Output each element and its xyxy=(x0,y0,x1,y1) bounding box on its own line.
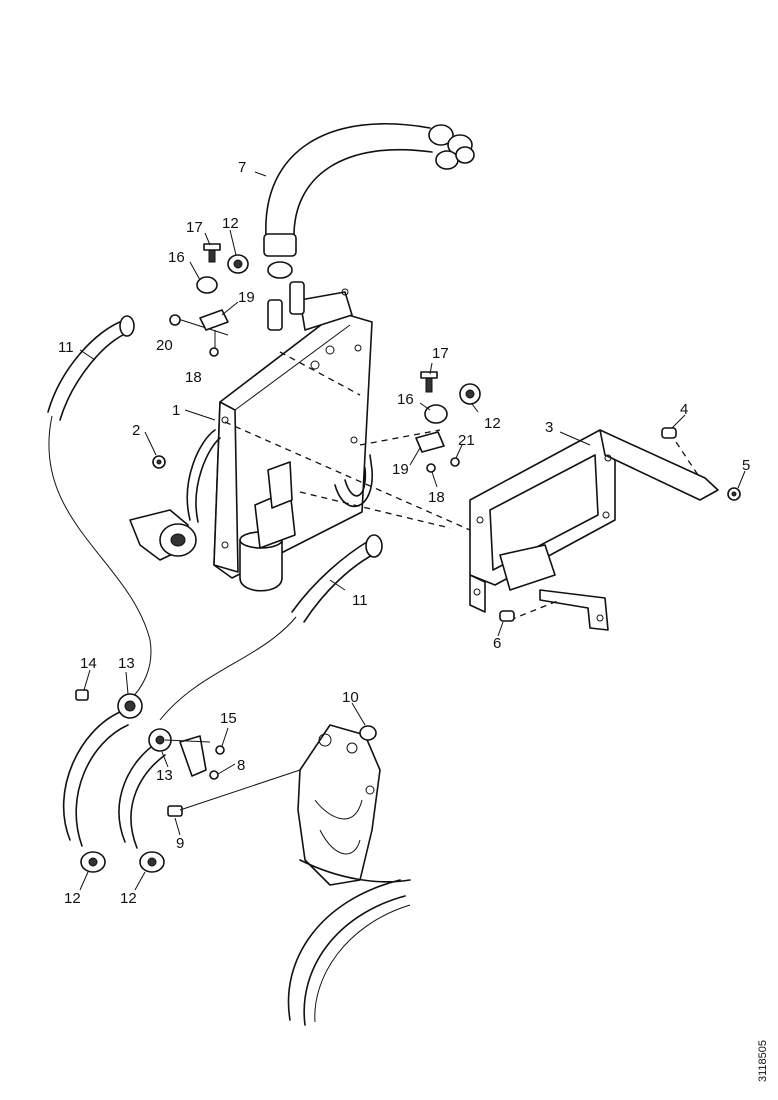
callout-12: 12 xyxy=(64,890,81,907)
callout-17: 17 xyxy=(432,345,449,362)
callout-12: 12 xyxy=(222,215,239,232)
callout-6: 6 xyxy=(493,635,501,652)
callout-10: 10 xyxy=(342,689,359,706)
callout-13: 13 xyxy=(156,767,173,784)
callout-1: 1 xyxy=(172,402,180,419)
callout-12: 12 xyxy=(484,415,501,432)
callout-2: 2 xyxy=(132,422,140,439)
hose-11-center xyxy=(159,534,383,721)
callout-18: 18 xyxy=(428,489,445,506)
callout-9: 9 xyxy=(176,835,184,852)
support-bracket-3 xyxy=(469,429,719,631)
leader-lines xyxy=(79,171,746,891)
lower-hoses xyxy=(62,689,331,873)
assembly-lines xyxy=(174,317,701,621)
clamp-set-upper xyxy=(169,243,249,357)
callout-12: 12 xyxy=(120,890,137,907)
callout-19: 19 xyxy=(392,461,409,478)
callout-16: 16 xyxy=(397,391,414,408)
callout-13: 13 xyxy=(118,655,135,672)
mounting-plate-1 xyxy=(129,281,373,592)
callout-7: 7 xyxy=(238,159,246,176)
callout-5: 5 xyxy=(742,457,750,474)
callout-3: 3 xyxy=(545,419,553,436)
callout-11: 11 xyxy=(58,339,74,356)
callout-21: 21 xyxy=(458,432,475,449)
callout-8: 8 xyxy=(237,757,245,774)
callout-16: 16 xyxy=(168,249,185,266)
hose-11-upper xyxy=(47,315,152,701)
callout-4: 4 xyxy=(680,401,688,418)
clamp-set-right xyxy=(415,371,481,473)
housing-assembly xyxy=(287,724,411,1026)
hose-7 xyxy=(263,123,475,279)
callout-19: 19 xyxy=(238,289,255,306)
fastener-nuts xyxy=(152,427,741,622)
callout-labels: 7 17 12 16 19 20 18 11 1 2 17 16 12 3 4 … xyxy=(58,159,750,907)
callout-11: 11 xyxy=(352,592,368,609)
callout-15: 15 xyxy=(220,710,237,727)
callout-17: 17 xyxy=(186,219,203,236)
callout-18: 18 xyxy=(185,369,202,386)
callout-14: 14 xyxy=(80,655,97,672)
callout-20: 20 xyxy=(156,337,173,354)
document-id: 3118505 xyxy=(757,1040,769,1082)
